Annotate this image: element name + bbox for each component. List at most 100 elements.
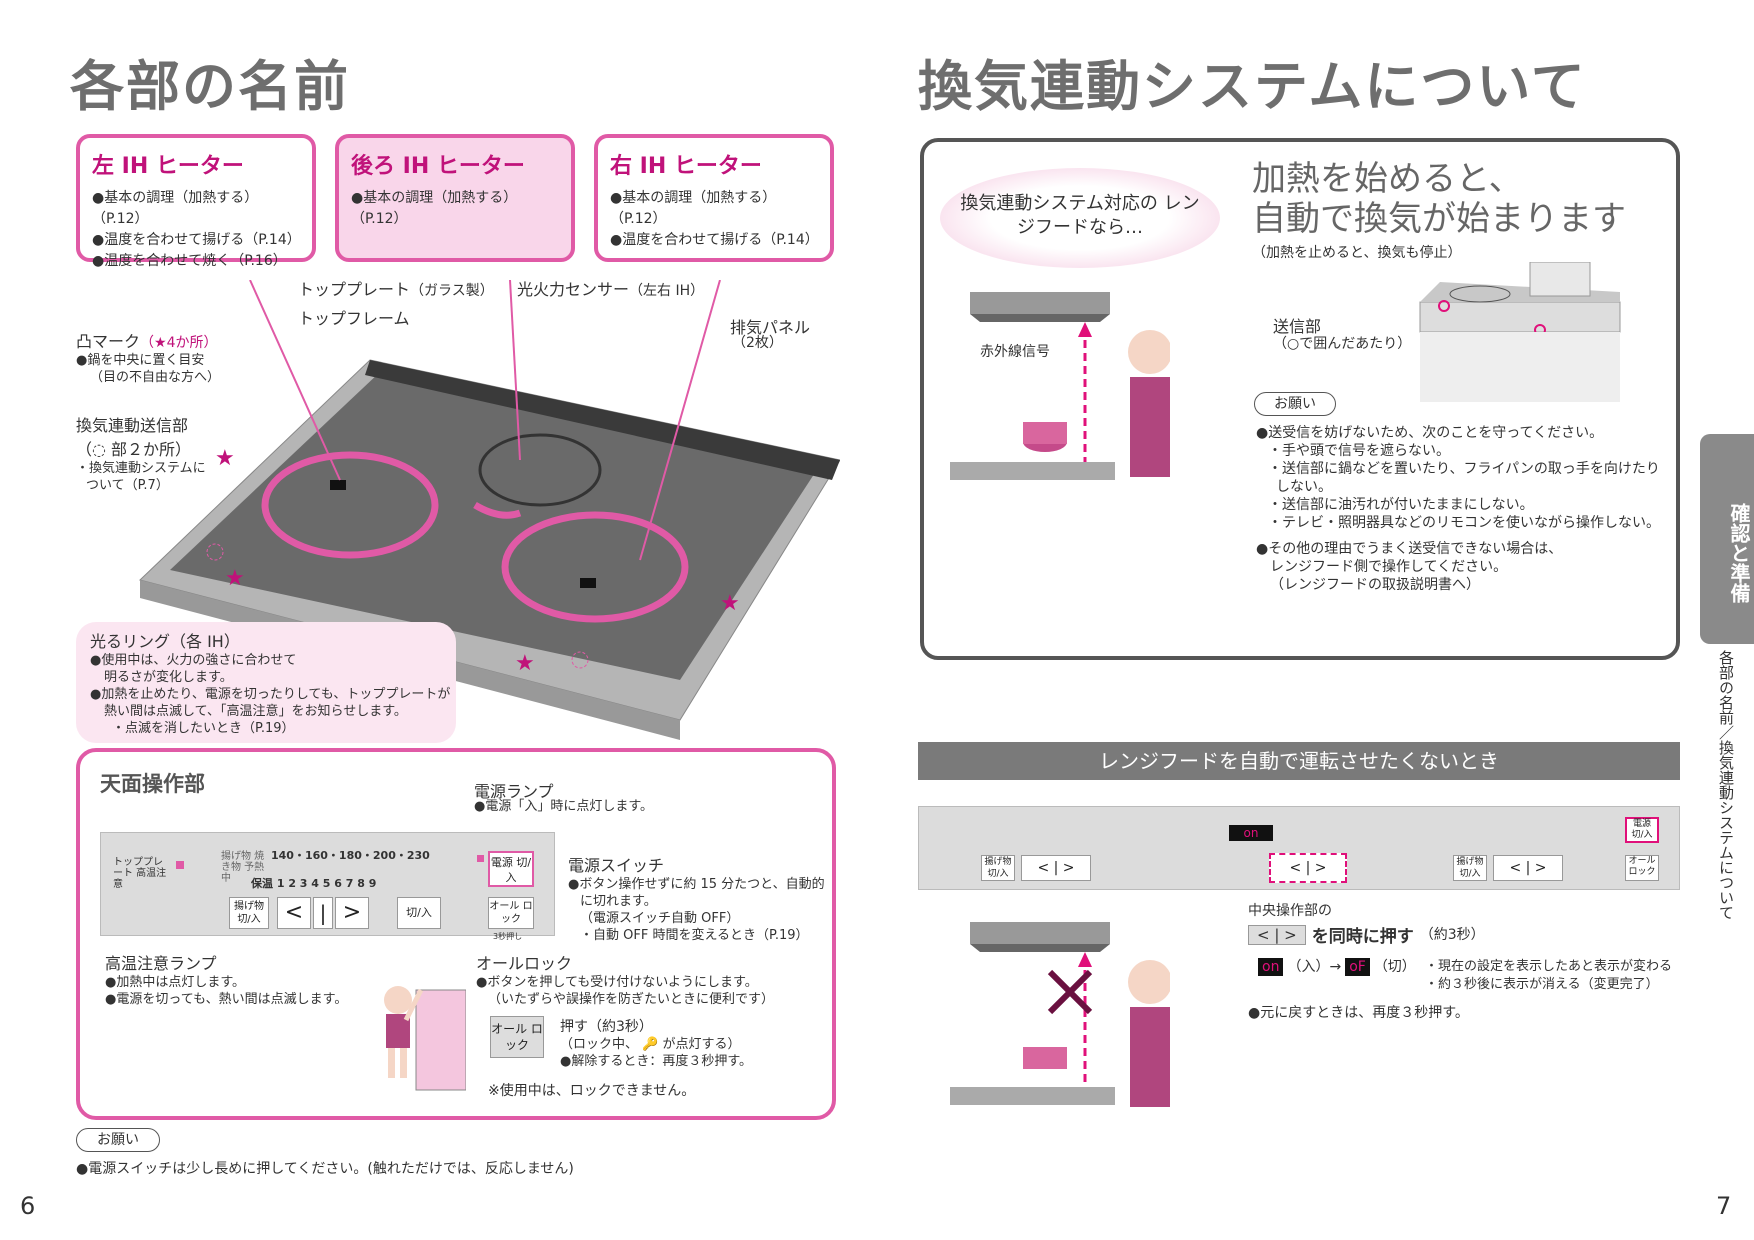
center-label: 中央操作部の <box>1248 903 1332 919</box>
note-line: ●ボタンを押しても受け付けないようにします。 <box>476 975 758 990</box>
label-note: （ガラス製） <box>410 283 494 299</box>
vent-system-box <box>920 138 1680 660</box>
press-both-row: < | > を同時に押す （約3秒） <box>1248 922 1485 947</box>
headline-sub: （加熱を止めると、換気も停止） <box>1252 245 1462 261</box>
headline-1: 加熱を始めると、 <box>1252 159 1523 199</box>
svg-text:★: ★ <box>215 446 235 471</box>
label-text: 押す（約3秒） <box>560 1019 653 1035</box>
power-lamp-label: 電源ランプ <box>474 782 554 801</box>
ir-signal-label: 赤外線信号 <box>980 344 1050 360</box>
all-lock-note: オールロック ●ボタンを押しても受け付けないようにします。 （いたずらや誤操作を… <box>476 950 774 1008</box>
strip-arrows-right[interactable]: < | > <box>1493 855 1563 881</box>
increase-button[interactable]: > <box>335 897 369 929</box>
note-line: （ロック中、 🔑 が点灯する） <box>560 1037 741 1052</box>
press-both-note: （約3秒） <box>1419 926 1485 943</box>
rule-line: ・手や頭で信号を遮らない。 <box>1268 443 1450 459</box>
lock-warning: ※使用中は、ロックできません。 <box>488 1083 696 1099</box>
card-line: ●基本の調理（加熱する）（P.12） <box>92 190 259 227</box>
strip-fry-left[interactable]: 揚げ物 切/入 <box>981 855 1015 881</box>
label-text: 高温注意ランプ <box>105 954 217 973</box>
ring-line: ・点滅を消したいとき（P.19） <box>112 721 295 736</box>
right-ih-card: 右 IH ヒーター ●基本の調理（加熱する）（P.12） ●温度を合わせて揚げる… <box>594 134 834 262</box>
card-line: ●温度を合わせて焼く（P.16） <box>92 253 287 269</box>
lock-sub: 3秒押し <box>493 932 523 941</box>
side-text: 各部の名前／換気連動システムについて <box>1717 650 1735 920</box>
note-line: に切れます。 <box>580 894 657 909</box>
panel-section-title: 天面操作部 <box>100 772 205 796</box>
panel-section <box>76 748 836 1120</box>
cooktop-sender-illustration <box>1419 262 1621 402</box>
card-line: ●基本の調理（加熱する）（P.12） <box>610 190 777 227</box>
ring-line: ●使用中は、火力の強さに合わせて <box>90 653 297 668</box>
on-off-row: on （入）→ oF （切） <box>1258 958 1416 976</box>
headline-2: 自動で換気が始まります <box>1252 199 1626 239</box>
off-note: （切） <box>1373 959 1416 975</box>
off-display: oF <box>1345 958 1370 976</box>
note-line: （いたずらや誤操作を防ぎたいときに便利です） <box>488 992 775 1007</box>
label-text: トッププレート <box>298 280 411 299</box>
note-line: （電源スイッチ自動 OFF） <box>580 911 740 926</box>
rule-line: （レンジフードの取扱説明書へ） <box>1270 577 1480 593</box>
on-display: on <box>1258 958 1284 976</box>
power-lamp <box>477 855 484 862</box>
decrease-button[interactable]: < <box>277 897 311 929</box>
rule-line: ●その他の理由でうまく送受信できない場合は、 <box>1256 541 1563 557</box>
label-top-frame: トップフレーム <box>298 309 410 328</box>
top-control-panel: トッププレート 高温注意 揚げ物 焼き物 予熱中 140・160・180・200… <box>100 832 555 941</box>
lt-gt-chip: < | > <box>1248 924 1306 945</box>
rule-line: ・テレビ・照明器具などのリモコンを使いながら操作しない。 <box>1268 515 1660 531</box>
label-text: 光火力センサー <box>517 280 630 299</box>
temps-label: 140・160・180・200・230 <box>271 849 430 862</box>
side-tab: 確認と準備 <box>1700 434 1754 644</box>
onegai-note-left: ●電源スイッチは少し長めに押してください。(触れただけでは、反応しません) <box>76 1161 574 1177</box>
label-desc: （目の不自由な方へ） <box>90 370 221 385</box>
card-title: 左 IH ヒーター <box>92 154 244 179</box>
all-lock-button[interactable]: オール ロック <box>488 897 534 929</box>
page-title-left: 各部の名前 <box>70 55 350 118</box>
all-lock-sample: オール ロック <box>490 1016 544 1058</box>
on-note: （入）→ <box>1287 959 1342 975</box>
fry-button[interactable]: 揚げ物 切/入 <box>229 897 269 929</box>
hold-label: 保温 1 2 3 4 5 6 7 8 9 <box>251 877 377 890</box>
bubble <box>940 168 1220 268</box>
power-switch-note: 電源スイッチ ●ボタン操作せずに約 15 分たつと、自動的 に切れます。 （電源… <box>568 852 825 944</box>
hot-label: トッププレート 高温注意 <box>113 857 167 890</box>
label-top-plate: トッププレート（ガラス製） <box>298 276 494 300</box>
strip-power[interactable]: 電源 切/入 <box>1625 817 1659 843</box>
child-illustration <box>384 986 466 1091</box>
card-line: ●基本の調理（加熱する）（P.12） <box>351 190 518 227</box>
note-line: ●加熱中は点灯します。 <box>105 975 246 990</box>
rule-line: ・送信部に油汚れが付いたままにしない。 <box>1268 497 1534 513</box>
strip-lock[interactable]: オール ロック <box>1625 855 1659 881</box>
result-2: ・約３秒後に表示が消える（変更完了） <box>1425 977 1659 992</box>
press-both-text: を同時に押す <box>1311 927 1414 947</box>
sender-note: （○で囲んだあたり） <box>1273 336 1412 352</box>
hot-lamp <box>176 861 184 869</box>
label-desc: ●鍋を中央に置く目安 <box>76 353 205 368</box>
label-text: 換気連動送信部 <box>76 416 189 435</box>
label-desc: ・換気連動システムに <box>76 461 206 476</box>
label-exhaust-note: （2枚） <box>732 335 783 351</box>
label-text: 光るリング（各 IH） <box>90 632 240 651</box>
rule-line: しない。 <box>1276 479 1332 495</box>
label-note: （★4か所） <box>140 335 218 351</box>
strip-display: on <box>1229 825 1273 841</box>
page-number-right: 7 <box>1716 1192 1732 1220</box>
label-bump: 凸マーク（★4か所） ●鍋を中央に置く目安 （目の不自由な方へ） <box>76 328 220 386</box>
card-title: 後ろ IH ヒーター <box>351 154 525 179</box>
strip-fry-right[interactable]: 揚げ物 切/入 <box>1453 855 1487 881</box>
label-text: 電源スイッチ <box>568 856 665 875</box>
label-note: （左右 IH） <box>629 283 705 299</box>
note-line: ●電源を切っても、熱い間は点滅します。 <box>105 992 348 1007</box>
label-sensor: 光火力センサー（左右 IH） <box>517 276 704 300</box>
note-line: ・自動 OFF 時間を変えるとき（P.19） <box>580 928 809 943</box>
note-line: ●解除するとき：再度３秒押す。 <box>560 1054 753 1069</box>
press-note: 押す（約3秒） （ロック中、 🔑 が点灯する） ●解除するとき：再度３秒押す。 <box>560 1016 752 1070</box>
strip-center-arrows[interactable]: < | > <box>1269 853 1347 883</box>
ring-note: 光るリング（各 IH） ●使用中は、火力の強さに合わせて 明るさが変化します。 … <box>76 622 456 743</box>
strip-arrows-left[interactable]: < | > <box>1021 855 1091 881</box>
control-panel-strip: 揚げ物 切/入 < | > < | > on 揚げ物 切/入 < | > 電源 … <box>918 806 1680 890</box>
auto-off-bar: レンジフードを自動で運転させたくないとき <box>918 742 1680 780</box>
power-button[interactable]: 電源 切/入 <box>488 851 534 887</box>
heat-button[interactable]: 切/入 <box>397 897 441 929</box>
